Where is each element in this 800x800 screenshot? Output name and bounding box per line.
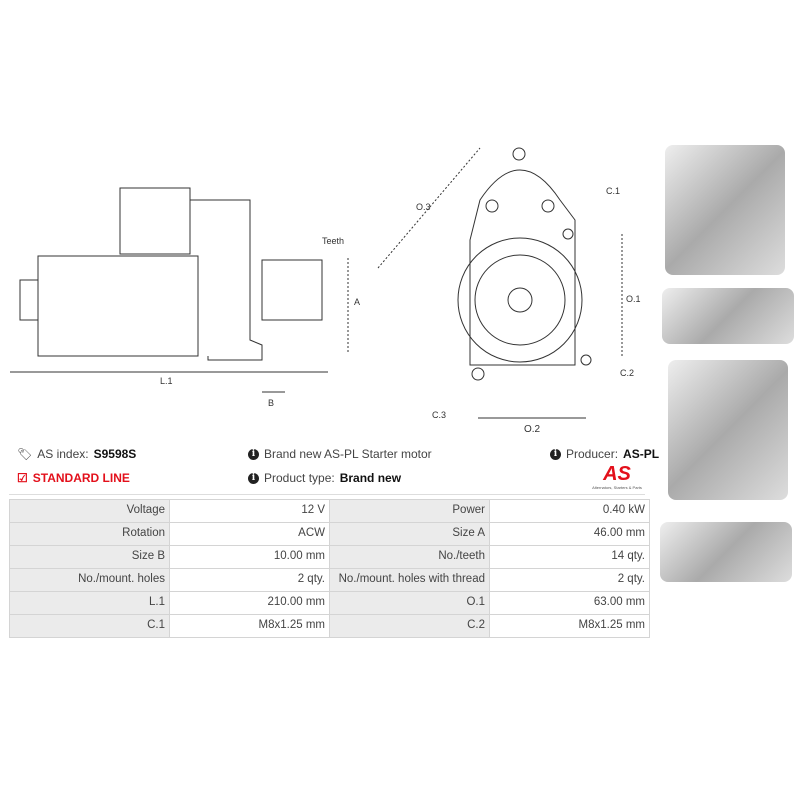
info-icon: i: [248, 472, 259, 484]
technical-drawing: Teeth A B L.1 O.3 C.1 O.1 C.3 C.2 O.2: [10, 147, 641, 435]
product-photo-top[interactable]: [660, 522, 792, 582]
b-label: B: [268, 398, 274, 408]
producer-label: Producer:: [566, 447, 619, 461]
c2-label: C.2: [620, 368, 634, 378]
tags-icon: 🏷: [17, 447, 33, 461]
info-icon: i: [550, 448, 561, 460]
standard-line: ☑ STANDARD LINE: [17, 471, 130, 485]
spec-value: ACW: [169, 522, 330, 546]
spec-label: No./teeth: [329, 545, 490, 569]
as-logo: AS Alternators, Starters & Parts: [585, 463, 649, 490]
spec-value: 10.00 mm: [169, 545, 330, 569]
logo-tagline: Alternators, Starters & Parts: [592, 485, 642, 490]
spec-value: 2 qty.: [169, 568, 330, 592]
description: i Brand new AS-PL Starter motor: [248, 447, 432, 461]
o1-label: O.1: [626, 294, 641, 304]
line-text: STANDARD LINE: [32, 471, 130, 485]
l1-label: L.1: [160, 376, 173, 386]
c3-label: C.3: [432, 410, 446, 420]
spec-label: Voltage: [9, 499, 170, 523]
a-label: A: [354, 297, 360, 307]
spec-label: L.1: [9, 591, 170, 615]
product-type-value: Brand new: [339, 471, 402, 485]
spec-label: C.1: [9, 614, 170, 638]
product-type-label: Product type:: [264, 471, 335, 485]
spec-value: M8x1.25 mm: [489, 614, 650, 638]
as-index-value: S9598S: [93, 447, 137, 461]
teeth-label: Teeth: [322, 236, 344, 246]
spec-label: C.2: [329, 614, 490, 638]
spec-label: Size A: [329, 522, 490, 546]
producer-value: AS-PL: [623, 447, 660, 461]
product-photo-angle[interactable]: [668, 360, 788, 500]
spec-value: 14 qty.: [489, 545, 650, 569]
side-view-drawing: [10, 187, 349, 393]
spec-value: 63.00 mm: [489, 591, 650, 615]
product-photo-front[interactable]: [665, 145, 785, 275]
spec-value: 46.00 mm: [489, 522, 650, 546]
spec-label: Power: [329, 499, 490, 523]
checkbox-icon: ☑: [17, 471, 28, 485]
as-index: 🏷 AS index: S9598S: [17, 447, 136, 461]
divider: [9, 494, 645, 495]
o3-label: O.3: [416, 202, 431, 212]
c1-label: C.1: [606, 186, 620, 196]
product-photo-side[interactable]: [662, 288, 794, 344]
spec-value: 2 qty.: [489, 568, 650, 592]
spec-value: 0.40 kW: [489, 499, 650, 523]
spec-label: Rotation: [9, 522, 170, 546]
product-type: i Product type: Brand new: [248, 471, 401, 485]
spec-value: 12 V: [169, 499, 330, 523]
spec-label: Size B: [9, 545, 170, 569]
spec-value: 210.00 mm: [169, 591, 330, 615]
description-text: Brand new AS-PL Starter motor: [264, 447, 432, 461]
spec-label: O.1: [329, 591, 490, 615]
logo-text: AS: [603, 463, 631, 485]
spec-label: No./mount. holes: [9, 568, 170, 592]
as-index-label: AS index:: [37, 447, 89, 461]
front-view-drawing: [377, 147, 623, 419]
spec-value: M8x1.25 mm: [169, 614, 330, 638]
producer: i Producer: AS-PL: [550, 447, 659, 461]
info-icon: i: [248, 448, 259, 460]
spec-label: No./mount. holes with thread: [329, 568, 490, 592]
o2-label: O.2: [524, 424, 541, 435]
